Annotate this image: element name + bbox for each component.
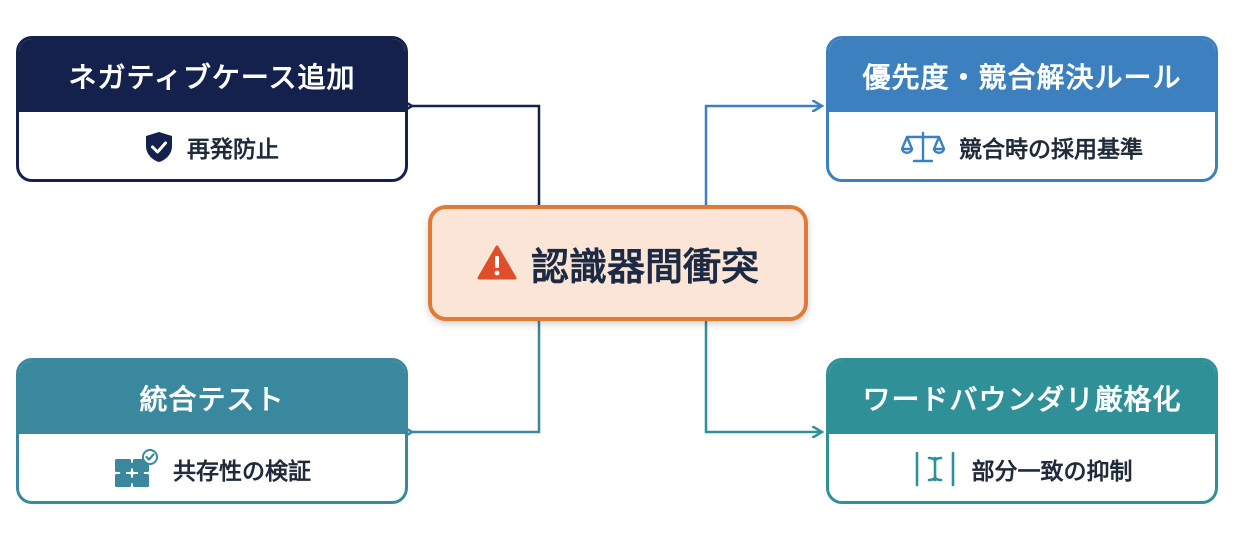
connector-to-negative xyxy=(412,106,541,205)
priority-rule-card: 優先度・競合解決ルール 競合時の採用基準 xyxy=(826,36,1218,182)
integration-test-body: 共存性の検証 xyxy=(19,434,405,501)
center-conflict-node: 認識器間衝突 xyxy=(428,205,808,321)
priority-rule-body: 競合時の採用基準 xyxy=(829,112,1215,179)
integration-test-card: 統合テスト 共存性の検証 xyxy=(16,358,408,504)
negative-case-label: 再発防止 xyxy=(187,137,279,163)
text-boundary-icon xyxy=(912,450,958,488)
priority-rule-label: 競合時の採用基準 xyxy=(959,137,1143,163)
connector-to-priority xyxy=(704,106,822,205)
connector-to-boundary xyxy=(704,321,822,432)
puzzle-check-icon xyxy=(113,449,159,489)
shield-check-icon xyxy=(145,131,173,163)
connector-to-integration xyxy=(412,321,541,432)
word-boundary-title: ワードバウンダリ厳格化 xyxy=(829,361,1215,434)
word-boundary-card: ワードバウンダリ厳格化 部分一致の抑制 xyxy=(826,358,1218,504)
center-label: 認識器間衝突 xyxy=(530,244,759,289)
balance-scale-icon xyxy=(901,130,945,164)
negative-case-body: 再発防止 xyxy=(19,112,405,179)
negative-case-card: ネガティブケース追加 再発防止 xyxy=(16,36,408,182)
integration-test-title: 統合テスト xyxy=(19,361,405,434)
priority-rule-title: 優先度・競合解決ルール xyxy=(829,39,1215,112)
word-boundary-body: 部分一致の抑制 xyxy=(829,434,1215,501)
integration-test-label: 共存性の検証 xyxy=(173,459,311,485)
negative-case-title: ネガティブケース追加 xyxy=(19,39,405,112)
warning-triangle-icon xyxy=(477,245,517,281)
word-boundary-label: 部分一致の抑制 xyxy=(971,459,1133,485)
